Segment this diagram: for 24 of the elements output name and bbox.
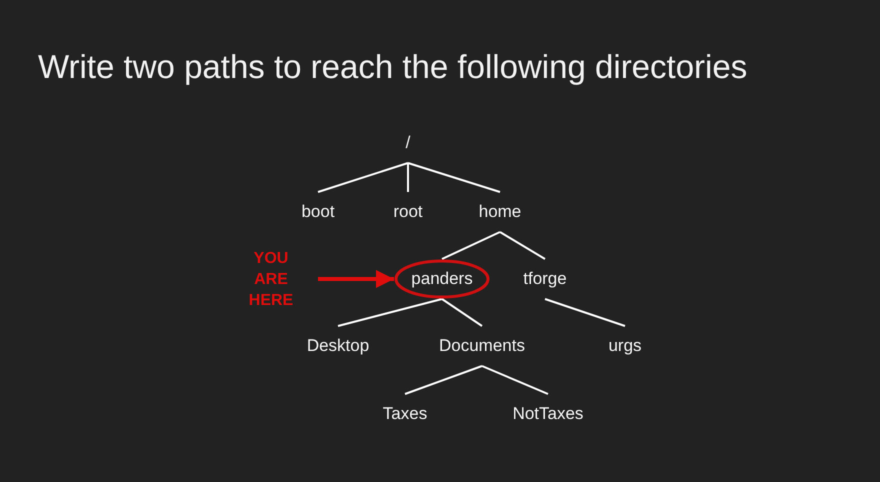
tree-line <box>407 163 409 192</box>
directory-name: panders <box>411 269 473 289</box>
directory-name: root <box>393 202 423 222</box>
callout-text: YOU ARE HERE <box>248 248 294 310</box>
directory-name: home <box>478 202 522 222</box>
slide-title: Write two paths to reach the following directories <box>38 48 748 86</box>
pointer-arrow <box>318 270 394 288</box>
tree-line <box>338 298 442 327</box>
directory-name: tforge <box>523 269 567 289</box>
tree-line <box>408 162 500 193</box>
directory-name: Documents <box>439 336 525 356</box>
directory-name: urgs <box>608 336 642 356</box>
tree-line <box>442 231 500 260</box>
tree-line <box>544 298 626 327</box>
tree-line <box>441 298 483 327</box>
directory-name: Desktop <box>306 336 370 356</box>
tree-line <box>404 365 482 395</box>
directory-name: Taxes <box>382 404 428 424</box>
directory-name: NotTaxes <box>512 404 584 424</box>
directory-name: boot <box>301 202 335 222</box>
directory-name: / <box>406 133 410 153</box>
tree-line <box>499 231 546 260</box>
tree-line <box>482 365 548 395</box>
tree-line <box>318 162 408 193</box>
